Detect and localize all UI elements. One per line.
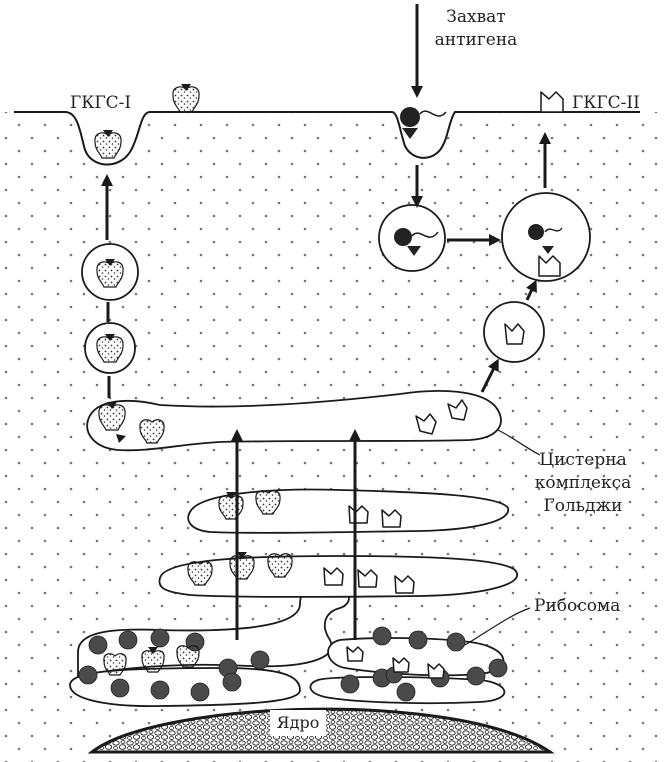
antigen-endosome bbox=[394, 228, 412, 246]
mhc1-surface bbox=[172, 84, 200, 113]
leader-lines bbox=[464, 429, 541, 646]
endosome bbox=[378, 204, 446, 272]
label-golgi-1: Цистерна bbox=[539, 450, 627, 470]
nucleus-label-bg bbox=[270, 710, 326, 736]
label-golgi-3: Гольджи bbox=[544, 496, 623, 516]
label-mhc2: ГКГС-II bbox=[572, 93, 640, 113]
antigen-surface bbox=[400, 107, 420, 127]
label-ribosome: Рибосома bbox=[534, 596, 620, 616]
label-golgi-2: комплекса bbox=[535, 473, 632, 493]
label-mhc1: ГКГС-I bbox=[70, 93, 131, 113]
ribosomes bbox=[78, 626, 508, 702]
nucleus bbox=[87, 707, 555, 754]
phagolysosome bbox=[501, 192, 591, 282]
mhc2-molecules bbox=[323, 91, 564, 679]
label-antigen-capture-2: антигена bbox=[435, 30, 518, 50]
arrows bbox=[101, 4, 551, 640]
label-antigen-capture-1: Захват bbox=[446, 7, 505, 27]
label-nucleus: Ядро bbox=[277, 713, 320, 732]
er-cisterna-left-lower bbox=[69, 667, 301, 707]
mhc2-surface bbox=[540, 91, 564, 113]
golgi-cisterna-top bbox=[86, 390, 502, 452]
plasma-membrane bbox=[14, 111, 640, 166]
antigen bbox=[394, 107, 563, 256]
antigen-fragment bbox=[528, 224, 544, 240]
mhc1-in-pit bbox=[94, 130, 122, 159]
